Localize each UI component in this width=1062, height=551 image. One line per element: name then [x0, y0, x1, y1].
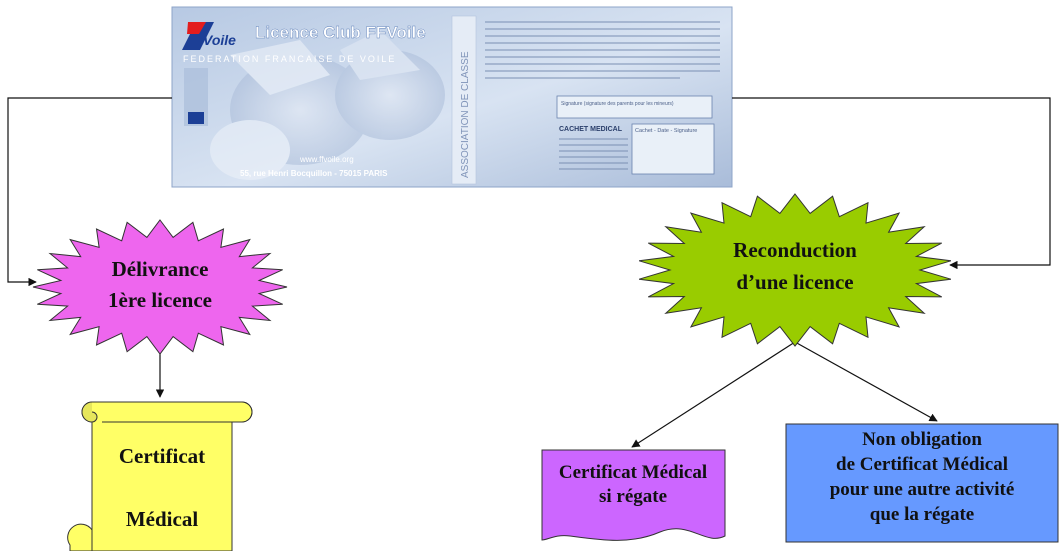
- renewal-label-line1: Reconduction: [733, 238, 857, 262]
- scroll-label-line1: Certificat: [119, 444, 205, 468]
- renewal-node: Reconduction d’une licence: [638, 193, 952, 347]
- svg-text:Voile: Voile: [203, 32, 236, 48]
- card-stamp-box: [631, 123, 715, 175]
- connector-renewal-to-regatta: [631, 341, 796, 448]
- connector-renewal-to-no-obligation: [794, 341, 938, 422]
- connector-card-to-first-license: [7, 97, 172, 287]
- renewal-starburst: [638, 193, 952, 347]
- card-signature-label: Signature (signature des parents pour le…: [561, 101, 674, 107]
- card-medical-title: CACHET MEDICAL: [559, 126, 623, 133]
- no-obligation-line1: Non obligation: [862, 429, 982, 450]
- card-federation: FEDERATION FRANCAISE DE VOILE: [183, 54, 396, 64]
- card-website: www.ffvoile.org: [299, 155, 354, 164]
- first-license-node: Délivrance 1ère licence: [32, 219, 288, 355]
- first-license-label-line1: Délivrance: [112, 257, 209, 281]
- regatta-label-line2: si régate: [599, 486, 667, 507]
- first-license-starburst: [32, 219, 288, 355]
- no-obligation-line2: de Certificat Médical: [836, 454, 1008, 475]
- card-address: 55, rue Henri Bocquillon - 75015 PARIS: [240, 169, 388, 178]
- regatta-certificate-node: Certificat Médical si régate: [541, 449, 726, 541]
- scroll-label-line2: Médical: [126, 507, 198, 531]
- connector-card-to-renewal: [732, 97, 1051, 270]
- regatta-label-line1: Certificat Médical: [559, 462, 707, 483]
- card-side-label: ASSOCIATION DE CLASSE: [460, 51, 471, 178]
- no-obligation-line4: que la régate: [870, 504, 974, 525]
- certificate-scroll: Certificat Médical: [67, 401, 253, 551]
- card-text-block: [485, 21, 720, 79]
- card-title: Licence Club FFVoile: [255, 23, 426, 42]
- card-stamp-label: Cachet - Date - Signature: [635, 128, 697, 134]
- renewal-label-line2: d’une licence: [736, 270, 853, 294]
- ffvoile-logo: Voile: [182, 22, 236, 50]
- card-signature-box: [556, 95, 713, 119]
- license-card: Voile Licence Club FFVoile FEDERATION FR…: [171, 6, 733, 188]
- first-license-label-line2: 1ère licence: [108, 288, 212, 312]
- no-obligation-node: Non obligation de Certificat Médical pou…: [785, 423, 1059, 543]
- no-obligation-line3: pour une autre activité: [830, 479, 1015, 500]
